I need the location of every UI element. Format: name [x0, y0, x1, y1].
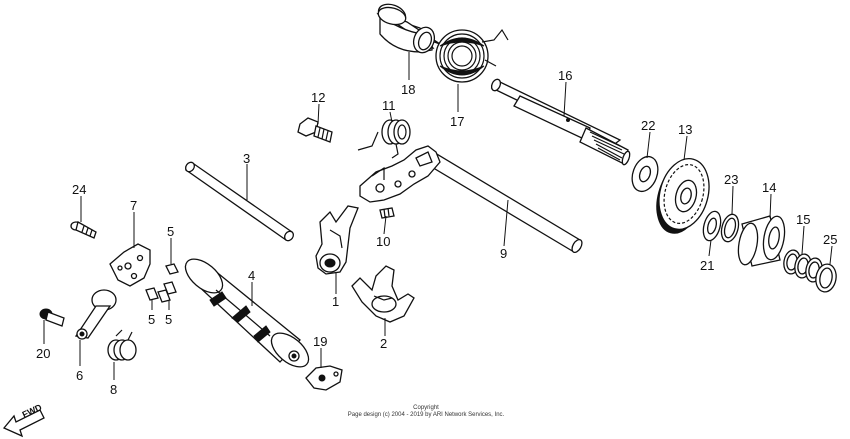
- callout-5-right[interactable]: 5: [165, 312, 172, 327]
- part-22-washer[interactable]: [628, 153, 663, 195]
- callout-20[interactable]: 20: [36, 346, 50, 361]
- part-8-spring[interactable]: [107, 329, 137, 361]
- copyright-text: Page design (c) 2004 - 2019 by ARI Netwo…: [348, 412, 505, 418]
- callout-1[interactable]: 1: [332, 294, 339, 309]
- part-19-plate[interactable]: [305, 365, 343, 391]
- part-23-ring[interactable]: [719, 212, 742, 243]
- part-24-bolt[interactable]: [70, 221, 97, 239]
- part-25-clip[interactable]: [814, 262, 839, 293]
- callout-10[interactable]: 10: [376, 234, 390, 249]
- fwd-indicator: FWD: [2, 402, 45, 438]
- callout-18[interactable]: 18: [401, 82, 415, 97]
- part-5-pins[interactable]: [145, 263, 179, 303]
- callout-7[interactable]: 7: [130, 198, 137, 213]
- fwd-arrow-icon: [2, 409, 45, 438]
- leader-lines: [43, 52, 833, 380]
- callout-12[interactable]: 12: [311, 90, 325, 105]
- callout-9[interactable]: 9: [500, 246, 507, 261]
- callout-3[interactable]: 3: [243, 151, 250, 166]
- callout-17[interactable]: 17: [450, 114, 464, 129]
- callout-11[interactable]: 11: [382, 98, 396, 113]
- part-16-shift-shaft[interactable]: [490, 78, 631, 166]
- callout-8[interactable]: 8: [110, 382, 117, 397]
- part-1-fork[interactable]: [315, 205, 359, 275]
- part-6-stopper-arm[interactable]: [74, 289, 117, 340]
- callout-14[interactable]: 14: [762, 180, 776, 195]
- part-11-spring[interactable]: [357, 119, 411, 159]
- part-9-shift-arm[interactable]: [359, 145, 584, 254]
- callout-2[interactable]: 2: [380, 336, 387, 351]
- copyright-block: Copyright Page design (c) 2004 - 2019 by…: [348, 405, 505, 418]
- callout-22[interactable]: 22: [641, 118, 655, 133]
- part-4-drum[interactable]: [179, 253, 314, 374]
- part-18-sleeve[interactable]: [376, 1, 441, 56]
- part-10-spring[interactable]: [379, 207, 395, 219]
- callout-23[interactable]: 23: [724, 172, 738, 187]
- callout-labels: 1 2 3 4 5 5 5 6 7 8 9 10 11 12 13 14 15 …: [36, 68, 837, 397]
- callout-15[interactable]: 15: [796, 212, 810, 227]
- callout-5-upper[interactable]: 5: [167, 224, 174, 239]
- callout-4[interactable]: 4: [248, 268, 255, 283]
- part-21-washer[interactable]: [700, 209, 723, 242]
- callout-5-left[interactable]: 5: [148, 312, 155, 327]
- callout-19[interactable]: 19: [313, 334, 327, 349]
- callout-24[interactable]: 24: [72, 182, 86, 197]
- part-17-spring[interactable]: [435, 28, 509, 83]
- part-2-fork[interactable]: [351, 265, 415, 323]
- callout-21[interactable]: 21: [700, 258, 714, 273]
- callout-25[interactable]: 25: [823, 232, 837, 247]
- callout-13[interactable]: 13: [678, 122, 692, 137]
- callout-6[interactable]: 6: [76, 368, 83, 383]
- part-12-bolt[interactable]: [297, 117, 333, 143]
- part-20-bolt[interactable]: [39, 308, 65, 327]
- callout-16[interactable]: 16: [558, 68, 572, 83]
- part-13-gear[interactable]: [649, 153, 716, 238]
- part-7-plate[interactable]: [109, 243, 151, 287]
- part-14-collar[interactable]: [735, 215, 787, 267]
- copyright-title: Copyright: [413, 405, 439, 411]
- part-3-rod[interactable]: [184, 161, 295, 243]
